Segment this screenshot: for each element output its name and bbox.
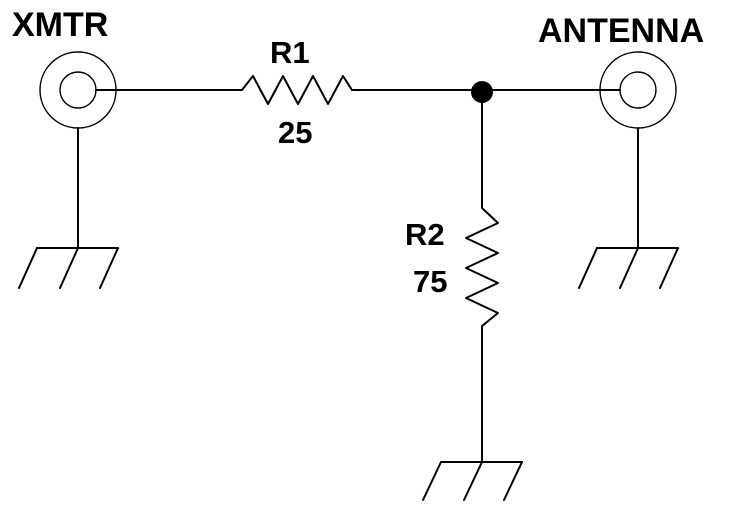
xmtr-ground-icon	[18, 247, 119, 289]
xmtr-inner-ring	[59, 71, 97, 109]
r2-value-label: 75	[413, 264, 447, 299]
antenna-label: ANTENNA	[538, 12, 704, 50]
antenna-connector	[599, 51, 677, 129]
xmtr-label: XMTR	[12, 6, 108, 44]
r1-resistor	[241, 75, 353, 105]
r1-value-label: 25	[278, 115, 312, 150]
antenna-inner-ring	[619, 71, 657, 109]
r2-ground-icon	[422, 461, 523, 501]
r1-name-label: R1	[270, 35, 310, 70]
antenna-ground-icon	[578, 247, 679, 289]
r2-name-label: R2	[405, 217, 445, 252]
r2-resistor	[465, 207, 499, 327]
